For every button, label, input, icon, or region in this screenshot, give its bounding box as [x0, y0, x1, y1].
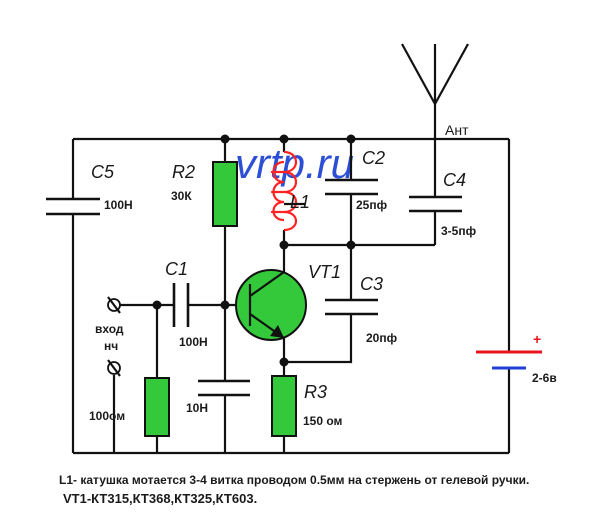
antenna-label: Ант	[445, 122, 469, 138]
c4-label: C4	[443, 170, 466, 190]
junction-nodes	[152, 134, 356, 367]
input-label-line2: нч	[104, 339, 118, 353]
note-line-2: VT1-КТ315,КТ368,КТ325,КТ603.	[63, 491, 257, 506]
c4-value: 3-5пф	[441, 224, 477, 238]
input-label-line1: вход	[95, 322, 124, 336]
c2-value: 25пф	[356, 198, 388, 212]
vt1-label: VT1	[308, 262, 341, 282]
resistor-r2	[212, 161, 238, 227]
capacitor-c2	[325, 178, 378, 196]
resistor-input	[144, 377, 170, 437]
battery-symbol	[476, 350, 542, 370]
c3-value: 20пф	[366, 331, 398, 345]
capacitor-c1	[172, 283, 190, 327]
input-jack-bottom	[107, 359, 121, 377]
input-jack-top	[107, 296, 121, 314]
c2-label: C2	[362, 148, 385, 168]
c5-value: 100Н	[104, 198, 133, 212]
input-resistor-value: 100ом	[89, 409, 125, 423]
r3-value: 150 ом	[303, 414, 343, 428]
capacitor-c5	[46, 197, 100, 216]
l1-label: L1	[290, 192, 310, 212]
c-bottom-value: 10Н	[186, 401, 208, 415]
coil-l1	[270, 150, 298, 232]
antenna-symbol	[401, 43, 469, 105]
r2-label: R2	[172, 162, 195, 182]
capacitor-c4	[409, 195, 462, 213]
c3-emitter-wire	[284, 314, 353, 364]
r3-label: R3	[304, 382, 327, 402]
battery-value: 2-6в	[532, 371, 557, 385]
c1-value: 100Н	[179, 335, 208, 349]
c5-label: C5	[91, 162, 115, 182]
transistor-vt1	[235, 269, 307, 341]
r2-value: 30К	[171, 189, 192, 203]
capacitor-10n	[198, 379, 250, 397]
capacitor-c3	[325, 298, 378, 316]
c3-label: C3	[360, 274, 383, 294]
c1-label: C1	[165, 259, 188, 279]
note-line-1: L1- катушка мотается 3-4 витка проводом …	[59, 473, 529, 487]
resistor-r3	[271, 375, 297, 437]
battery-plus-sign: +	[533, 331, 541, 347]
